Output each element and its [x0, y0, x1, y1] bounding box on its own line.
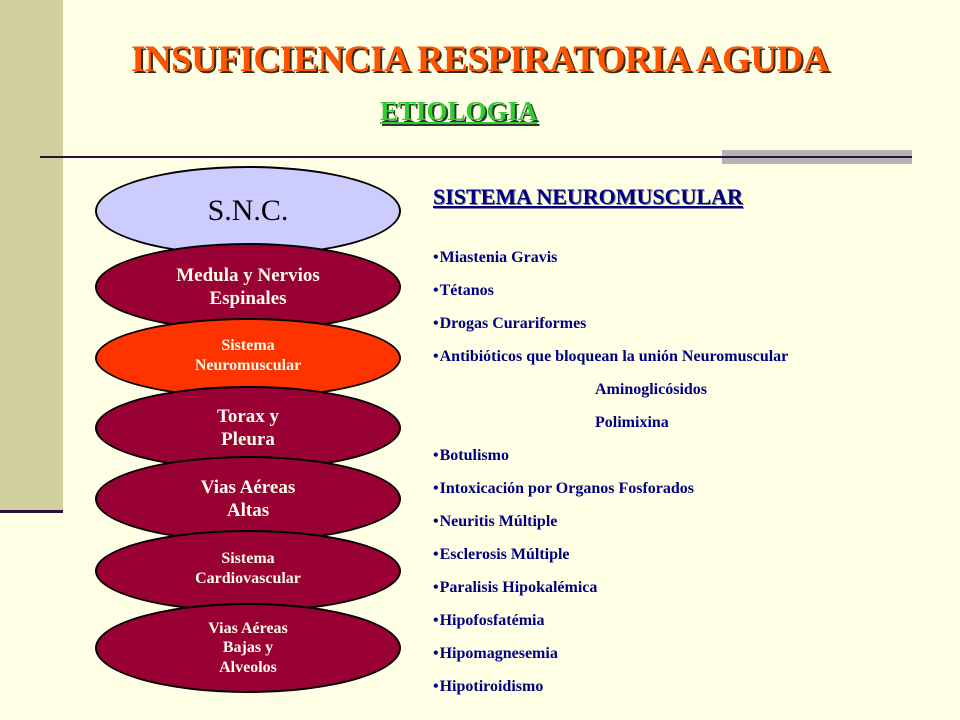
list-item: Paralisis Hipokalémica	[433, 578, 788, 611]
oval-vias-aereas-altas: Vias Aéreas Altas	[95, 456, 401, 542]
cause-list: Miastenia Gravis Tétanos Drogas Curarifo…	[433, 248, 789, 710]
oval-sistema-neuromuscular-label: Sistema Neuromuscular	[194, 337, 302, 374]
left-decorative-bar	[0, 0, 63, 512]
list-item: Hipotiroidismo	[433, 677, 788, 710]
list-item: Tétanos	[433, 281, 788, 314]
section-title: SISTEMA NEUROMUSCULAR	[433, 184, 743, 209]
list-item: Drogas Curariformes	[433, 314, 788, 347]
oval-vias-aereas-bajas-label: Vias Aéreas Bajas y Alveolos	[208, 619, 288, 676]
list-item: Hipomagnesemia	[433, 644, 788, 677]
left-bar-underline	[0, 510, 63, 513]
oval-vias-aereas-bajas: Vias Aéreas Bajas y Alveolos	[95, 603, 401, 693]
list-item: Hipofosfatémia	[433, 611, 788, 644]
list-item: Antibióticos que bloquean la unión Neuro…	[433, 347, 789, 380]
oval-medula-nervios: Medula y Nervios Espinales	[95, 243, 401, 331]
list-item: Neuritis Múltiple	[433, 512, 788, 545]
divider-line	[40, 156, 722, 158]
oval-sistema-cardiovascular: Sistema Cardiovascular	[95, 530, 401, 612]
list-item: Esclerosis Múltiple	[433, 545, 788, 578]
list-subitem: Polimixina	[595, 414, 669, 431]
list-subitem: Aminoglicósidos	[595, 381, 708, 398]
oval-sistema-neuromuscular: Sistema Neuromuscular	[95, 318, 401, 398]
list-item: Miastenia Gravis	[433, 248, 788, 281]
divider-line-right	[722, 156, 912, 158]
slide-title: INSUFICIENCIA RESPIRATORIA AGUDA	[130, 39, 830, 80]
oval-sistema-cardiovascular-label: Sistema Cardiovascular	[195, 550, 301, 587]
oval-snc: S.N.C.	[95, 166, 401, 256]
list-item: Botulismo	[433, 446, 788, 479]
list-item: Intoxicación por Organos Fosforados	[433, 479, 788, 512]
etiology-oval-stack: S.N.C. Medula y Nervios Espinales Sistem…	[0, 0, 420, 720]
slide-subtitle: ETIOLOGIA	[380, 96, 538, 126]
